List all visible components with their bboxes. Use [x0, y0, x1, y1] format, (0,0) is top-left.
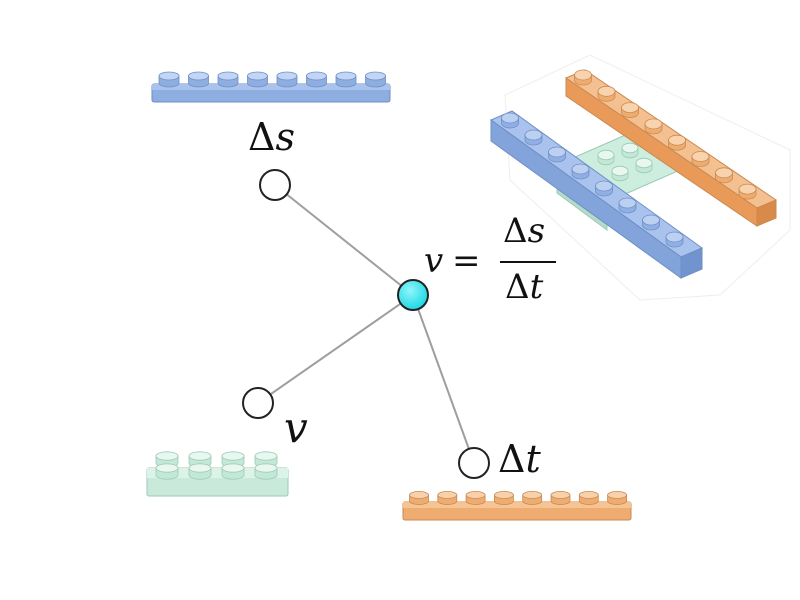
- assembled-orange-brick: [564, 69, 778, 227]
- stud: [574, 69, 592, 86]
- orange-brick-1x8: [402, 490, 632, 521]
- stud: [550, 490, 571, 505]
- formula-equals: =: [452, 241, 481, 281]
- label-delta-s: Δs: [248, 115, 295, 159]
- stud: [409, 490, 429, 505]
- edge-v: [257, 294, 414, 404]
- stud: [668, 134, 686, 151]
- node-delta-s: [259, 169, 291, 201]
- stud: [715, 167, 733, 184]
- stud: [691, 151, 710, 167]
- stud: [335, 71, 357, 88]
- stud: [597, 149, 615, 166]
- stud: [254, 463, 278, 480]
- graph-edges: [257, 184, 475, 464]
- formula-denominator: Δt: [505, 267, 544, 307]
- stud: [611, 165, 629, 182]
- stud: [155, 463, 179, 480]
- stud: [188, 463, 212, 480]
- stud: [158, 71, 180, 88]
- stud: [306, 71, 327, 88]
- assembled-blue-brick: [489, 110, 704, 279]
- stud: [221, 463, 245, 480]
- stud: [365, 71, 386, 88]
- stud: [738, 183, 757, 200]
- stud: [465, 490, 486, 505]
- node-center-formula: [397, 279, 429, 311]
- velocity-formula: v = Δs Δt: [424, 211, 556, 307]
- stud: [644, 118, 663, 135]
- stud: [635, 157, 653, 174]
- stud: [618, 197, 637, 214]
- stud: [621, 142, 639, 159]
- stud: [595, 180, 613, 197]
- stud: [621, 102, 639, 118]
- stud: [571, 163, 590, 180]
- formula-numerator: Δs: [503, 211, 545, 251]
- node-delta-t: [458, 447, 490, 479]
- edge-delta-t: [412, 294, 475, 464]
- stud: [493, 490, 514, 505]
- node-v: [242, 387, 274, 419]
- stud: [437, 490, 458, 505]
- stud: [578, 490, 599, 505]
- stud: [188, 71, 209, 88]
- stud: [548, 146, 566, 163]
- assembled-bricks-illustration: [489, 54, 791, 301]
- stud: [276, 71, 298, 88]
- stud: [524, 129, 543, 146]
- stud: [597, 85, 616, 102]
- stud: [665, 231, 684, 248]
- stud: [642, 214, 660, 231]
- stud: [217, 71, 239, 88]
- formula-lhs: v: [424, 241, 443, 281]
- edge-delta-s: [274, 184, 414, 296]
- label-delta-t: Δt: [498, 437, 541, 481]
- stud: [607, 490, 627, 505]
- stud: [501, 112, 519, 129]
- mint-brick-2x4: [146, 451, 289, 497]
- label-v: v: [284, 403, 308, 452]
- stud: [522, 490, 543, 505]
- blue-brick-1x8: [151, 71, 391, 103]
- stud: [247, 71, 268, 88]
